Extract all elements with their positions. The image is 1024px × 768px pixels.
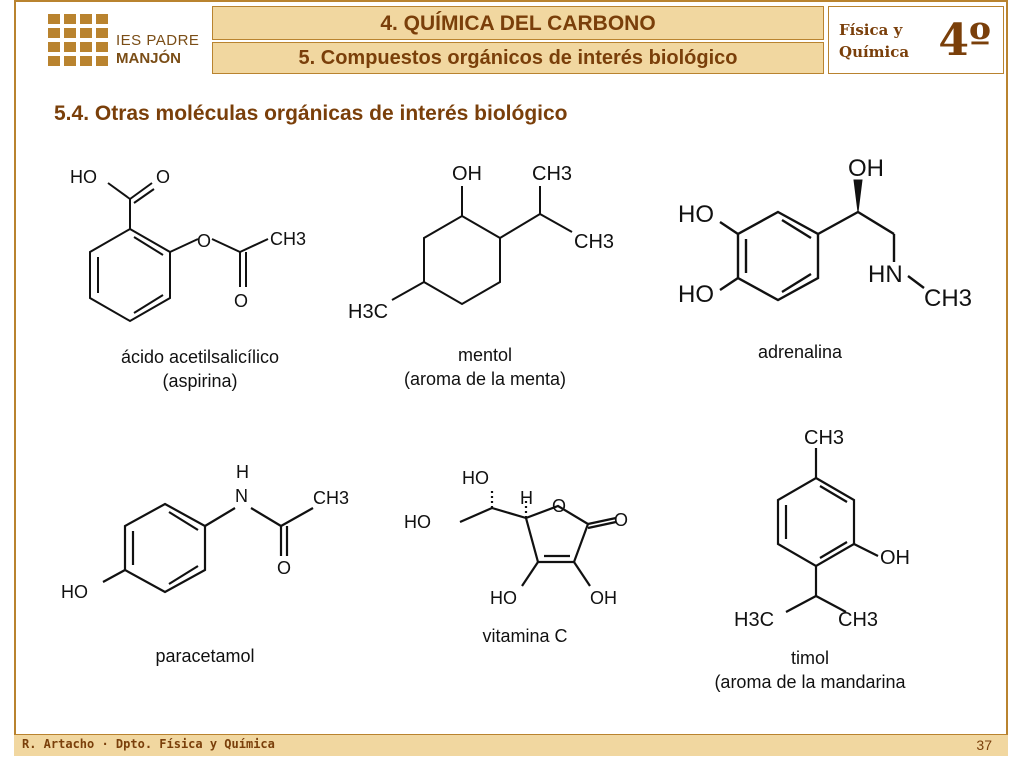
subject-badge: Física y Química 4º (828, 6, 1004, 74)
menthol-atom-ch3-top: CH3 (532, 163, 572, 185)
paracetamol-caption: paracetamol (100, 644, 310, 668)
aspirin-name: ácido acetilsalicílico (120, 347, 280, 367)
adrenaline-structure: OH HO HO HN CH3 (678, 155, 972, 312)
vitaminc-structure: HO H HO O O HO OH (404, 468, 628, 608)
adrenaline-atom-oh: OH (848, 155, 884, 182)
menthol-atom-oh: OH (452, 163, 482, 185)
menthol-name: mentol (457, 345, 513, 365)
aspirin-note: (aspirina) (162, 371, 238, 391)
aspirin-atom-ch3: CH3 (270, 229, 306, 249)
vitaminc-atom-h: H (520, 488, 533, 508)
adrenaline-name: adrenalina (757, 342, 843, 362)
menthol-caption: mentol (aroma de la menta) (370, 343, 600, 391)
paracetamol-atom-ch3: CH3 (313, 488, 349, 508)
menthol-note: (aroma de la menta) (403, 369, 567, 389)
adrenaline-atom-ho-top: HO (678, 201, 714, 228)
page-number: 37 (976, 737, 992, 753)
vitaminc-atom-oh-bottom: OH (590, 588, 617, 608)
aspirin-structure: HO O O CH3 O (70, 167, 306, 323)
vitaminc-atom-ho-top: HO (462, 468, 489, 488)
paracetamol-structure: H N CH3 O HO (61, 462, 349, 602)
paracetamol-name: paracetamol (155, 646, 255, 666)
school-logo: IES PADRE MANJÓN (18, 4, 208, 74)
thymol-atom-h3c: H3C (734, 609, 774, 631)
logo-line1: IES PADRE (116, 32, 200, 49)
aspirin-atom-o-acetyl: O (234, 291, 248, 311)
footer-author: R. Artacho · Dpto. Física y Química (22, 737, 275, 751)
adrenaline-atom-ho-bottom: HO (678, 281, 714, 308)
subject-line2: Química (839, 43, 910, 61)
aspirin-atom-o-carbonyl: O (156, 167, 170, 187)
thymol-name: timol (790, 648, 829, 668)
adrenaline-caption: adrenalina (700, 340, 900, 364)
paracetamol-atom-h: H (236, 462, 249, 482)
logo-line2: MANJÓN (116, 50, 182, 67)
vitaminc-atom-o-ring: O (552, 496, 566, 516)
vitaminc-caption: vitamina C (430, 624, 620, 648)
thymol-atom-oh: OH (880, 547, 910, 569)
adrenaline-atom-hn: HN (868, 261, 903, 288)
slide-footer: R. Artacho · Dpto. Física y Química 37 (14, 734, 1008, 756)
lesson-title: 5. Compuestos orgánicos de interés bioló… (212, 42, 824, 74)
aspirin-atom-o-ester: O (197, 231, 211, 251)
paracetamol-atom-n: N (235, 486, 248, 506)
logo-grid-icon (48, 14, 108, 66)
unit-title: 4. QUÍMICA DEL CARBONO (212, 6, 824, 40)
vitaminc-atom-o-keto: O (614, 510, 628, 530)
paracetamol-atom-ho: HO (61, 582, 88, 602)
section-title: 5.4. Otras moléculas orgánicas de interé… (54, 102, 568, 125)
menthol-atom-ch3-right: CH3 (574, 231, 614, 253)
level-number: 4º (938, 15, 991, 66)
thymol-note: (aroma de la mandarina (714, 672, 906, 692)
vitaminc-atom-ho-left: HO (404, 512, 431, 532)
thymol-atom-ch3-top: CH3 (804, 427, 844, 449)
subject-name: Física y Química (839, 19, 909, 63)
subject-line1: Física y (839, 21, 903, 39)
thymol-structure: CH3 OH H3C CH3 (734, 427, 910, 631)
aspirin-caption: ácido acetilsalicílico (aspirina) (60, 345, 340, 393)
paracetamol-atom-o: O (277, 558, 291, 578)
vitaminc-atom-ho-bottom: HO (490, 588, 517, 608)
vitaminc-name: vitamina C (482, 626, 568, 646)
aspirin-atom-ho: HO (70, 167, 97, 187)
thymol-caption: timol (aroma de la mandarina (680, 646, 940, 694)
adrenaline-atom-ch3: CH3 (924, 285, 972, 312)
thymol-atom-ch3-bottom: CH3 (838, 609, 878, 631)
menthol-atom-h3c: H3C (348, 301, 388, 323)
menthol-structure: OH CH3 CH3 H3C (348, 163, 614, 323)
